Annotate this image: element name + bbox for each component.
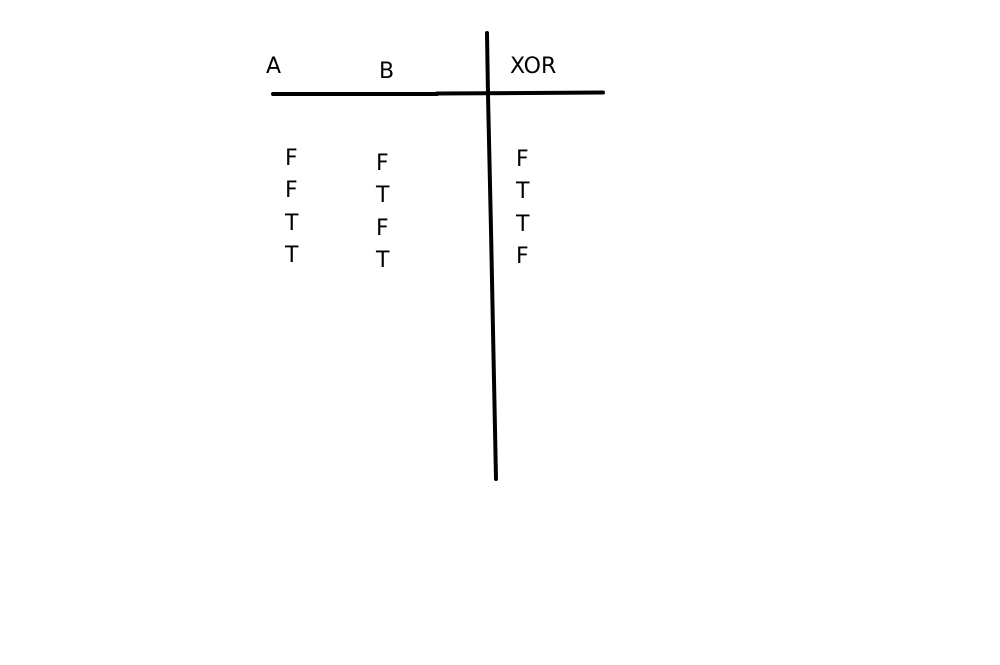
cell-b-row-3: F bbox=[376, 216, 389, 241]
header-b: B bbox=[379, 59, 395, 84]
column-divider-line bbox=[485, 31, 498, 481]
header-rule-line bbox=[271, 90, 605, 96]
cell-b-row-4: T bbox=[376, 248, 390, 273]
cell-b-row-2: T bbox=[376, 183, 390, 208]
cell-xor-row-2: T bbox=[516, 179, 530, 204]
header-xor: XOR bbox=[510, 54, 557, 79]
cell-a-row-1: F bbox=[285, 146, 298, 171]
cell-xor-row-4: F bbox=[516, 244, 529, 269]
cell-xor-row-1: F bbox=[516, 147, 529, 172]
header-a: A bbox=[266, 54, 282, 79]
cell-a-row-2: F bbox=[285, 178, 298, 203]
cell-a-row-4: T bbox=[285, 243, 299, 268]
cell-b-row-1: F bbox=[376, 151, 389, 176]
cell-a-row-3: T bbox=[285, 211, 299, 236]
cell-xor-row-3: T bbox=[516, 212, 530, 237]
